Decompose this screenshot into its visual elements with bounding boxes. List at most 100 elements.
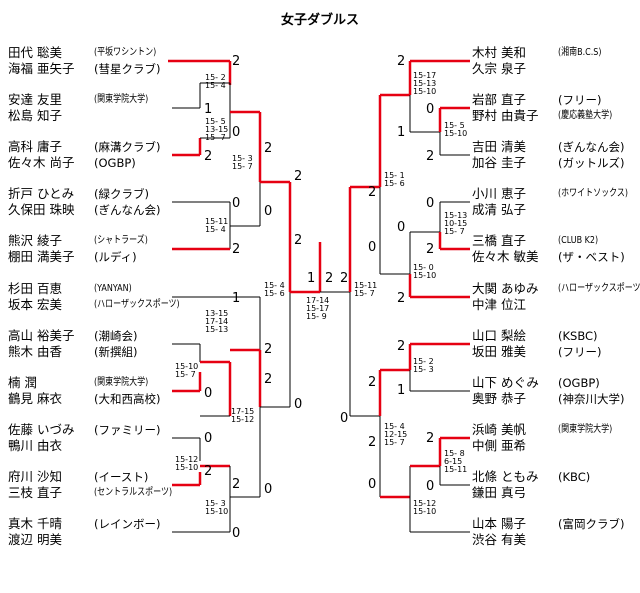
match-score: 1 [307, 271, 316, 286]
player-name: 山口 梨絵 [472, 328, 526, 343]
player-name: 久保田 珠映 [8, 202, 75, 217]
player-name: 田代 聡美 [8, 45, 62, 60]
club-name: (ザ・ベスト) [558, 250, 625, 264]
club-name: (ガットルズ) [558, 156, 625, 170]
player-name: 久宗 泉子 [472, 61, 526, 76]
player-name: 加谷 圭子 [472, 155, 526, 170]
club-name: (ホワイトソックス) [558, 188, 629, 199]
match-score: 2 [368, 435, 377, 450]
game-score: 15- 3 [205, 499, 226, 508]
game-score: 15- 4 [384, 422, 405, 431]
game-score: 15- 8 [444, 449, 465, 458]
match-score: 0 [340, 411, 349, 426]
game-score: 17-14 [205, 317, 229, 326]
player-name: 成清 弘子 [472, 202, 526, 217]
game-score: 15- 6 [384, 179, 405, 188]
player-name: 大関 あゆみ [472, 281, 539, 296]
club-name: (CLUB K2) [558, 235, 599, 246]
match-score: 1 [232, 291, 241, 306]
match-score: 0 [368, 477, 377, 492]
club-name: (麻溝クラブ) [94, 140, 161, 154]
match-score: 2 [368, 185, 377, 200]
player-name: 坂田 雅美 [472, 344, 526, 359]
match-score: 2 [294, 233, 303, 248]
game-score: 15- 4 [205, 225, 226, 234]
game-score: 12-15 [384, 430, 408, 439]
player-name: 坂本 宏美 [8, 297, 62, 312]
club-name: (富岡クラブ) [558, 517, 625, 531]
club-name: (新撰組) [94, 345, 138, 359]
club-name: (フリー) [558, 345, 602, 359]
player-name: 岩部 直子 [472, 92, 526, 107]
match-score: 0 [204, 431, 213, 446]
game-score: 15-11 [205, 217, 229, 226]
game-score: 15- 5 [205, 117, 226, 126]
match-score: 2 [397, 54, 406, 69]
match-score: 0 [232, 196, 241, 211]
club-name: (フリー) [558, 93, 602, 107]
match-score: 2 [426, 431, 435, 446]
match-score: 0 [426, 479, 435, 494]
player-name: 安達 友里 [8, 92, 62, 107]
player-name: 府川 沙知 [8, 469, 62, 484]
match-score: 2 [426, 149, 435, 164]
club-name: (OGBP) [94, 156, 136, 170]
match-score: 1 [397, 125, 406, 140]
match-score: 2 [397, 339, 406, 354]
game-score: 15-13 [205, 325, 229, 334]
player-name: 奥野 恭子 [472, 391, 526, 406]
player-name: 真木 千晴 [8, 516, 62, 531]
game-score: 15- 9 [306, 312, 327, 321]
club-name: (ハローザックスポーツ) [558, 283, 640, 294]
player-name: 折戸 ひとみ [8, 186, 75, 201]
player-name: 佐藤 いづみ [8, 422, 75, 437]
club-name: (関東学院大学) [94, 377, 149, 388]
game-score: 15-12 [231, 415, 255, 424]
club-name: (YANYAN) [94, 283, 132, 294]
game-score: 13-15 [205, 309, 229, 318]
player-name: 鴨川 由衣 [8, 438, 62, 453]
player-name: 三枝 直子 [8, 485, 62, 500]
match-score: 0 [264, 482, 273, 497]
club-name: (レインボー) [94, 517, 161, 531]
game-score: 15-10 [205, 507, 229, 516]
match-score: 0 [204, 386, 213, 401]
game-score: 15- 7 [384, 438, 405, 447]
club-name: (平坂ワシントン) [94, 47, 157, 58]
game-score: 15- 3 [413, 365, 434, 374]
club-name: (ルディ) [94, 250, 137, 264]
player-name: 木村 美和 [472, 45, 526, 60]
game-score: 15- 4 [205, 81, 226, 90]
game-score: 15-10 [444, 129, 468, 138]
player-name: 渋谷 有美 [472, 532, 526, 547]
player-name: 浜崎 美帆 [472, 422, 526, 437]
match-score: 0 [232, 526, 241, 541]
game-score: 15-11 [444, 465, 468, 474]
match-score: 0 [294, 397, 303, 412]
player-name: 小川 恵子 [472, 186, 526, 201]
game-score: 15- 7 [354, 289, 375, 298]
player-name: 松島 知子 [8, 108, 62, 123]
match-score: 2 [204, 149, 213, 164]
club-name: (ハローザックスポーツ) [94, 299, 180, 310]
match-score: 2 [264, 372, 273, 387]
match-score: 2 [264, 141, 273, 156]
club-name: (イースト) [94, 470, 149, 484]
match-score: 0 [426, 196, 435, 211]
